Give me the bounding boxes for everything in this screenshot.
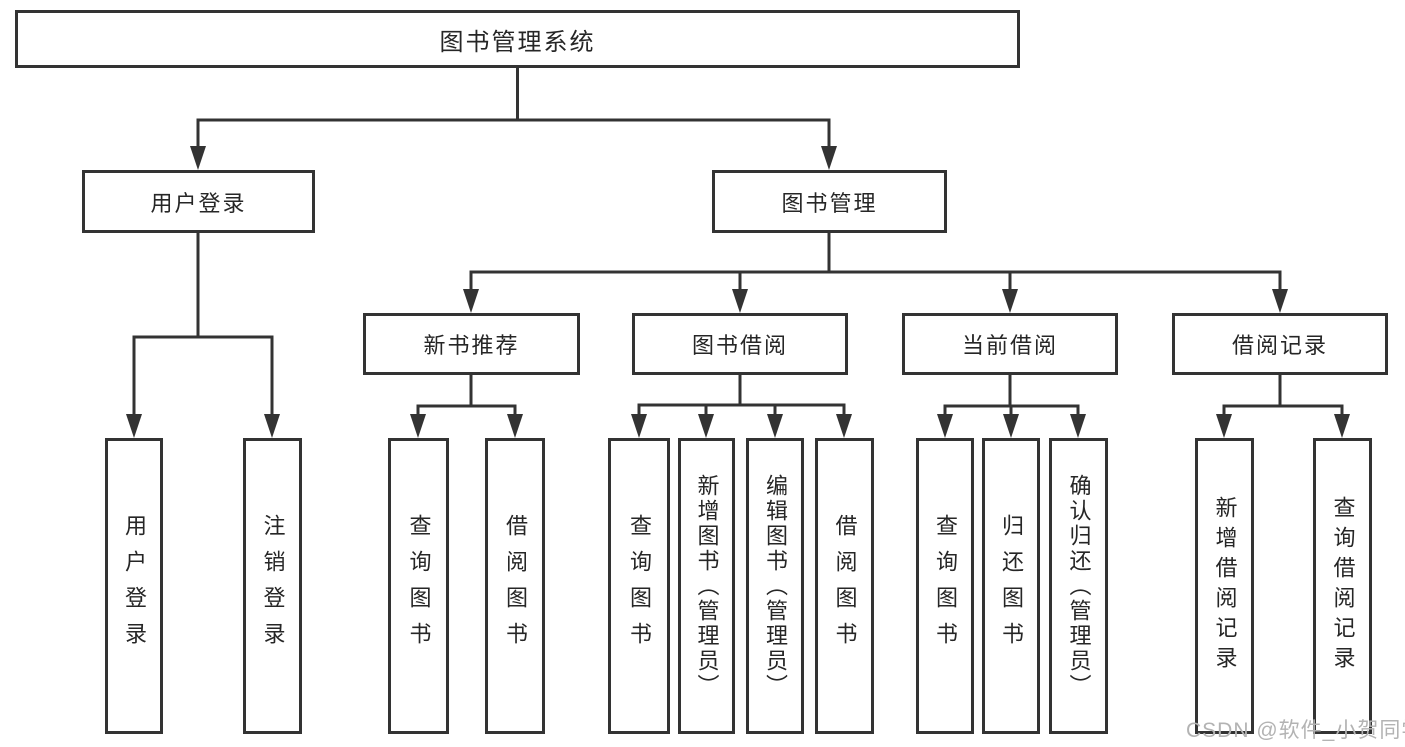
leaf-add-borrow-record: 新增借阅记录 bbox=[1195, 438, 1254, 734]
leaf-borrow-books-2: 借阅图书 bbox=[815, 438, 874, 734]
arrowhead bbox=[821, 146, 837, 170]
arrowhead bbox=[1070, 414, 1086, 438]
connector-newbook-to-leaves bbox=[410, 375, 523, 438]
leaf-query-books-2: 查询图书 bbox=[608, 438, 670, 734]
connector-login-to-leaves bbox=[126, 233, 280, 438]
arrowhead bbox=[410, 414, 426, 438]
arrowhead bbox=[698, 414, 714, 438]
connector-path bbox=[132, 233, 274, 416]
leaf-return-books: 归还图书 bbox=[982, 438, 1040, 734]
connector-root-to-level2 bbox=[190, 68, 837, 170]
arrowhead bbox=[1002, 289, 1018, 313]
node-book-management: 图书管理 bbox=[712, 170, 947, 233]
leaf-add-books-admin: 新增图书（管理员） bbox=[678, 438, 735, 734]
node-library-management-system: 图书管理系统 bbox=[15, 10, 1020, 68]
arrowhead bbox=[507, 414, 523, 438]
arrowhead bbox=[1003, 414, 1019, 438]
node-new-book-recommendation: 新书推荐 bbox=[363, 313, 580, 375]
leaf-logout: 注销登录 bbox=[243, 438, 302, 734]
node-book-borrowing: 图书借阅 bbox=[632, 313, 848, 375]
connector-bookmgmt-to-level3 bbox=[463, 233, 1288, 313]
connector-borrow-to-leaves bbox=[631, 375, 852, 438]
connector-records-to-leaves bbox=[1216, 375, 1350, 438]
connector-current-to-leaves bbox=[937, 375, 1086, 438]
arrowhead bbox=[190, 146, 206, 170]
arrowhead bbox=[767, 414, 783, 438]
arrowhead bbox=[463, 289, 479, 313]
connector-path bbox=[196, 68, 831, 148]
watermark-csdn: CSDN @软件_小贺同学 bbox=[1186, 719, 1405, 742]
connector-path bbox=[416, 375, 517, 416]
node-current-borrowing: 当前借阅 bbox=[902, 313, 1118, 375]
leaf-borrow-books-1: 借阅图书 bbox=[485, 438, 545, 734]
connector-path bbox=[1222, 375, 1344, 416]
leaf-query-borrow-record: 查询借阅记录 bbox=[1313, 438, 1372, 734]
leaf-query-books-1: 查询图书 bbox=[388, 438, 449, 734]
arrowhead bbox=[631, 414, 647, 438]
leaf-query-books-3: 查询图书 bbox=[916, 438, 974, 734]
arrowhead bbox=[836, 414, 852, 438]
node-borrowing-records: 借阅记录 bbox=[1172, 313, 1388, 375]
arrowhead bbox=[732, 289, 748, 313]
arrowhead bbox=[264, 414, 280, 438]
arrowhead bbox=[1272, 289, 1288, 313]
arrowhead bbox=[126, 414, 142, 438]
leaf-edit-books-admin: 编辑图书（管理员） bbox=[746, 438, 804, 734]
connector-path bbox=[943, 375, 1080, 416]
connector-path bbox=[637, 375, 846, 416]
arrowhead bbox=[1334, 414, 1350, 438]
arrowhead bbox=[937, 414, 953, 438]
leaf-user-login: 用户登录 bbox=[105, 438, 163, 734]
arrowhead bbox=[1216, 414, 1232, 438]
leaf-confirm-return-admin: 确认归还（管理员） bbox=[1049, 438, 1108, 734]
connector-path bbox=[469, 233, 1282, 291]
node-user-login: 用户登录 bbox=[82, 170, 315, 233]
